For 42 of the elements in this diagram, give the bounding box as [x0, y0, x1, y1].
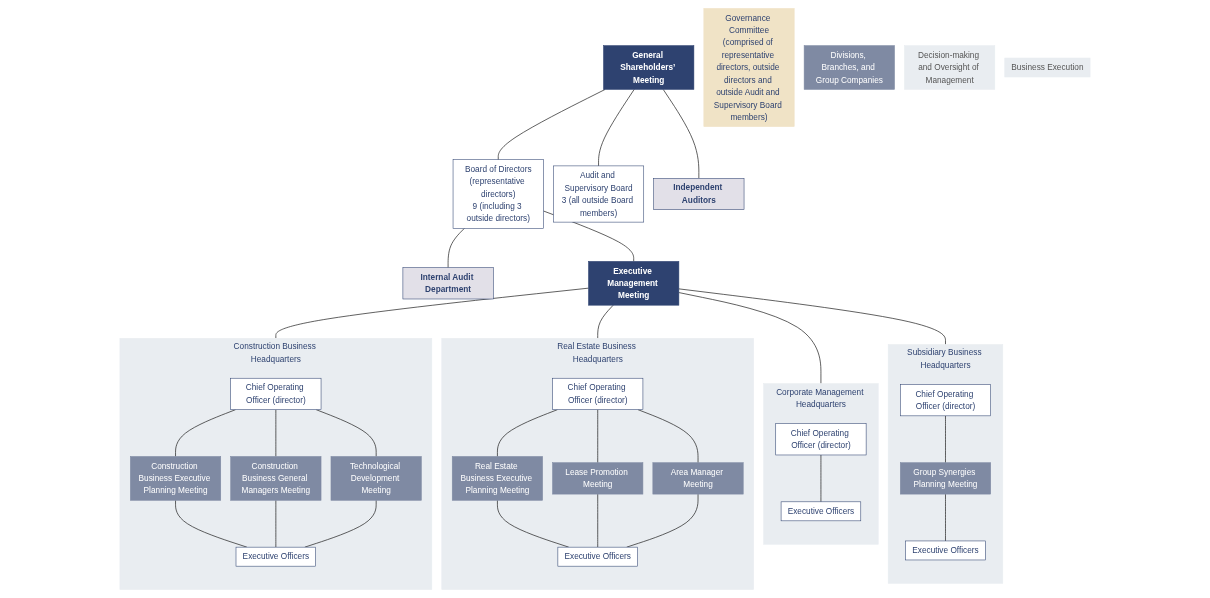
connector: [497, 89, 606, 161]
connector: [678, 292, 822, 384]
connector: [597, 493, 599, 548]
node-box: Group Synergies Planning Meeting: [900, 462, 991, 495]
node-box: Independent Auditors: [653, 178, 745, 210]
node-box: Executive Officers: [557, 546, 638, 567]
node-box: Real Estate Business Executive Planning Meeting: [451, 456, 543, 501]
node-box: Lease Promotion Meeting: [552, 462, 644, 495]
node-box: Chief Operating Officer (director): [775, 423, 867, 456]
connector: [497, 499, 570, 548]
node-box: Executive Officers: [905, 540, 986, 561]
node-box: Executive Officers: [780, 501, 862, 522]
connector: [315, 409, 377, 457]
connector: [175, 409, 236, 457]
connector: [945, 493, 946, 542]
node-box: Board of Directors (representative directors) 9 (including 3 outside directors): [452, 159, 544, 229]
connector: [275, 287, 589, 339]
node-box: Chief Operating Officer (director): [900, 384, 991, 417]
node-box: Governance Committee (comprised of representative directors, outside directors and outside Audit and Supervisory Board members): [703, 8, 795, 127]
connector: [662, 89, 700, 179]
connector: [447, 227, 465, 268]
node-box: Internal Audit Department: [402, 267, 494, 300]
node-box: Executive Officers: [235, 546, 316, 567]
connector: [945, 415, 946, 464]
node-box: General Shareholders’ Meeting: [603, 45, 695, 90]
connector: [497, 409, 558, 457]
node-box: Executive Management Meeting: [588, 261, 680, 306]
node-box: Area Manager Meeting: [652, 462, 744, 495]
connector: [637, 409, 699, 464]
connector: [304, 499, 377, 548]
connector: [678, 288, 946, 345]
node-box: Divisions, Branches, and Group Companies: [803, 45, 895, 90]
node-box: Technological Development Meeting: [330, 456, 422, 501]
node-box: Chief Operating Officer (director): [230, 377, 322, 410]
node-box: Construction Business Executive Planning Meeting: [130, 456, 221, 501]
node-box: Audit and Supervisory Board 3 (all outside Board members): [553, 165, 644, 223]
connector: [175, 499, 248, 548]
node-box: Chief Operating Officer (director): [552, 377, 644, 410]
connector: [626, 493, 699, 548]
connector: [598, 89, 635, 167]
connector: [597, 304, 614, 339]
node-box: Construction Business General Managers Meeting: [230, 456, 322, 501]
